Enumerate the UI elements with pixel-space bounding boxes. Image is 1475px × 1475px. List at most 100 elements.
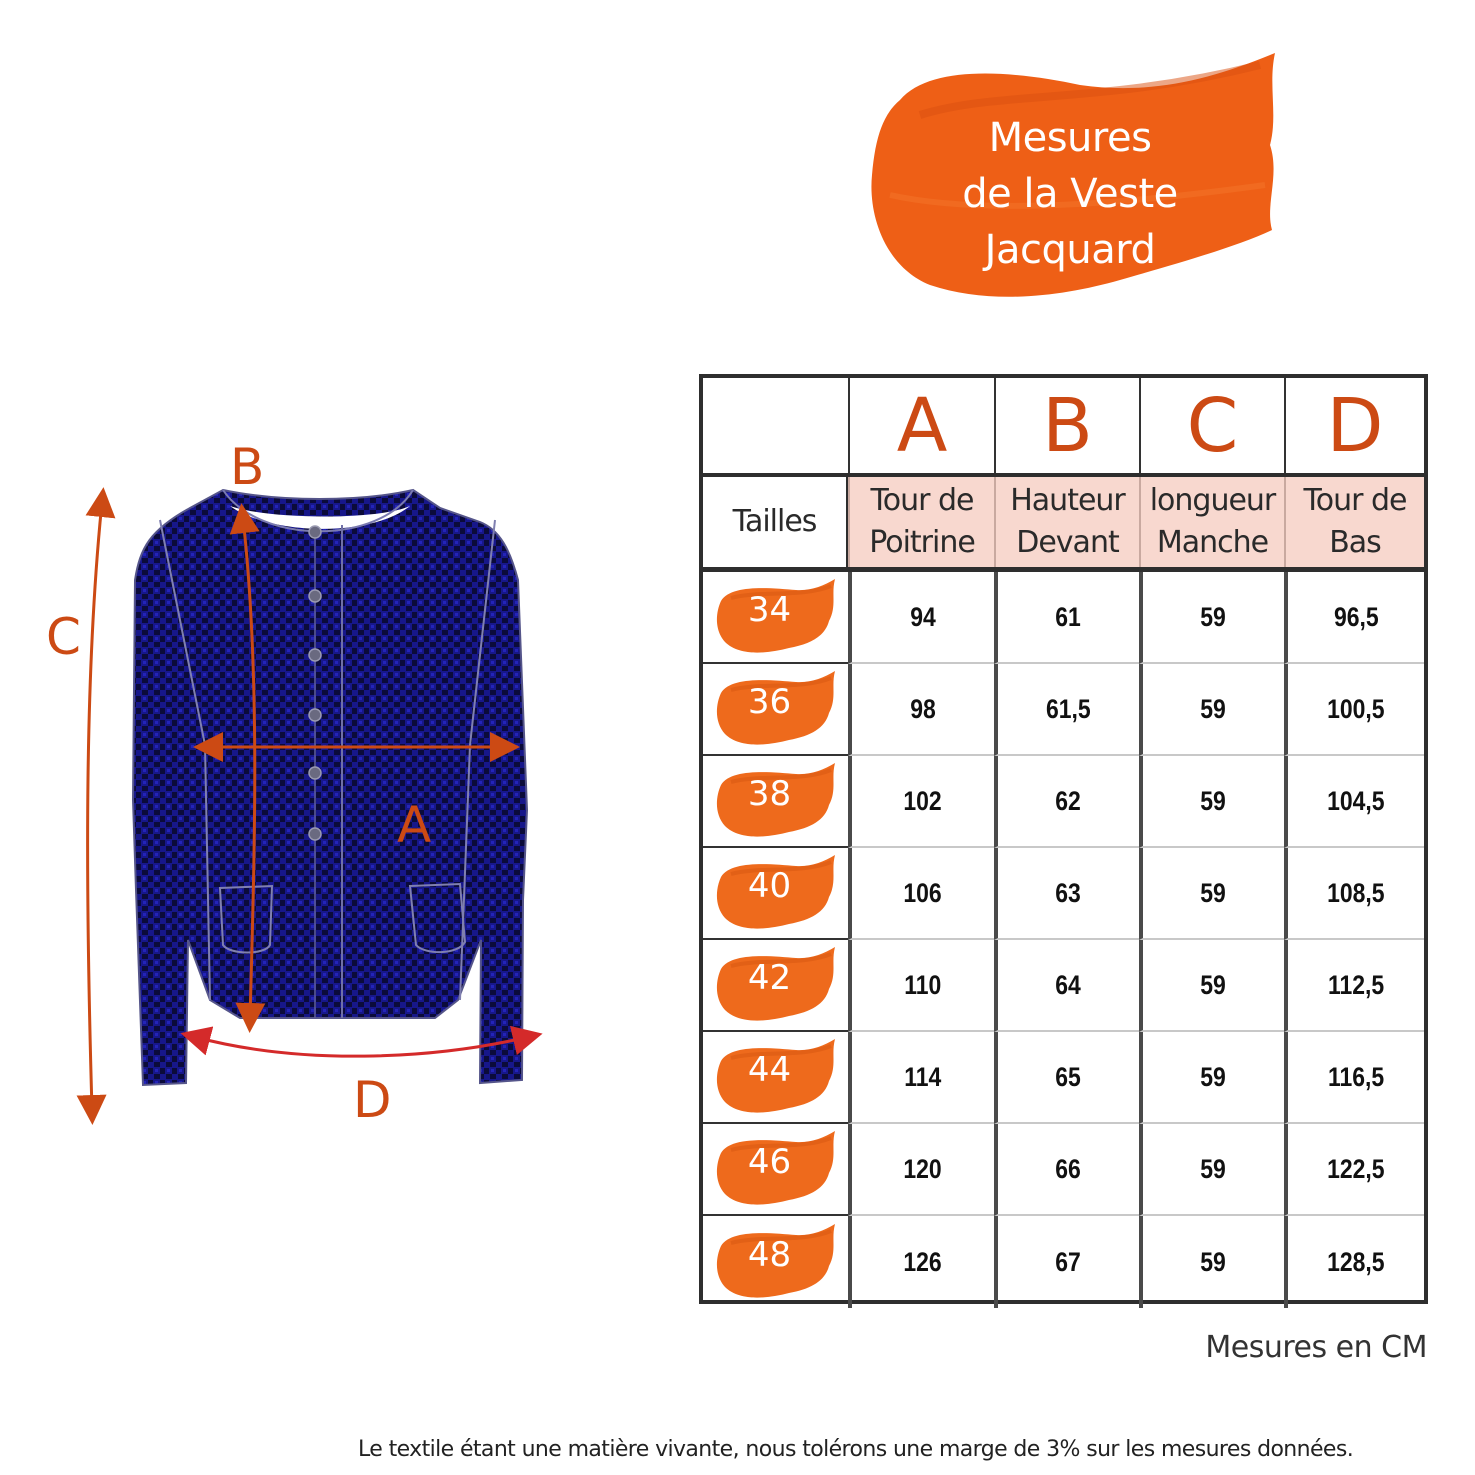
table-row: 38 102 62 59 104,5 <box>703 756 1424 848</box>
cell-text: 65 <box>1055 1061 1082 1092</box>
orange-brush-icon <box>716 1224 835 1298</box>
size-cell: 38 <box>703 756 848 848</box>
sleeve-length-value: 59 <box>1139 848 1284 940</box>
brush-stroke-icon <box>871 53 1275 297</box>
column-header-hem: Tour de Bas <box>1284 477 1424 567</box>
chest-value: 98 <box>848 664 994 756</box>
size-value: 34 <box>747 590 792 630</box>
dimension-label-b: B <box>230 438 265 496</box>
title-line-1: Mesures <box>988 115 1152 161</box>
size-value: 44 <box>747 1050 792 1090</box>
sleeve-length-value: 59 <box>1139 1216 1284 1308</box>
sleeve-length-value: 59 <box>1139 756 1284 848</box>
column-header-sleeve-length: longueur Manche <box>1139 477 1284 567</box>
title-line-2: de la Veste <box>962 171 1178 217</box>
size-value: 48 <box>747 1235 792 1275</box>
cell-text: 59 <box>1200 1061 1227 1092</box>
cell-text: 59 <box>1200 969 1227 1000</box>
cell-text: 96,5 <box>1333 601 1379 632</box>
cell-text: 59 <box>1200 877 1227 908</box>
column-letter-a: A <box>848 378 994 473</box>
table-label-header-row: Tailles Tour de Poitrine Hauteur Devant … <box>703 477 1424 572</box>
cell-text: 63 <box>1055 877 1082 908</box>
header-line-2: Manche <box>1156 525 1269 560</box>
size-cell: 42 <box>703 940 848 1032</box>
size-value: 38 <box>747 774 792 814</box>
size-badge: 44 <box>711 1036 841 1118</box>
hem-value: 116,5 <box>1284 1032 1424 1124</box>
cell-text: 59 <box>1200 693 1227 724</box>
column-header-chest: Tour de Poitrine <box>848 477 994 567</box>
chest-value: 126 <box>848 1216 994 1308</box>
size-badge: 38 <box>711 760 841 842</box>
cell-text: 59 <box>1200 601 1227 632</box>
dimension-label-d: D <box>353 1071 392 1129</box>
jacket-illustration-icon <box>76 487 543 1125</box>
hem-value: 122,5 <box>1284 1124 1424 1216</box>
size-badge: 40 <box>711 852 841 934</box>
size-badge: 48 <box>711 1221 841 1303</box>
cell-text: 59 <box>1200 1246 1227 1277</box>
table-letter-header-row: A B C D <box>703 378 1424 477</box>
orange-brush-icon <box>716 855 835 929</box>
sleeve-length-value: 59 <box>1139 572 1284 664</box>
front-height-value: 62 <box>994 756 1139 848</box>
size-cell: 46 <box>703 1124 848 1216</box>
cell-text: 66 <box>1055 1153 1082 1184</box>
cell-text: 59 <box>1200 1153 1227 1184</box>
front-height-value: 63 <box>994 848 1139 940</box>
front-height-value: 67 <box>994 1216 1139 1308</box>
cell-text: 102 <box>903 785 943 816</box>
front-height-value: 61,5 <box>994 664 1139 756</box>
hem-value: 104,5 <box>1284 756 1424 848</box>
size-value: 36 <box>747 682 792 722</box>
header-line-1: Tour de <box>1303 483 1408 518</box>
cell-text: 112,5 <box>1327 969 1385 1000</box>
front-height-value: 66 <box>994 1124 1139 1216</box>
chest-value: 106 <box>848 848 994 940</box>
chest-value: 94 <box>848 572 994 664</box>
dimension-label-c: C <box>46 608 81 666</box>
title-banner: Mesures de la Veste Jacquard <box>860 45 1290 310</box>
chest-value: 120 <box>848 1124 994 1216</box>
size-chart-table: A B C D Tailles Tour de Poitrine Hauteur… <box>699 374 1428 1308</box>
cell-text: 104,5 <box>1327 785 1385 816</box>
sleeve-length-value: 59 <box>1139 940 1284 1032</box>
cell-text: 120 <box>903 1153 943 1184</box>
size-value: 46 <box>747 1142 792 1182</box>
jacket-diagram: B C A D <box>40 420 640 1140</box>
hem-value: 112,5 <box>1284 940 1424 1032</box>
column-header-front-height: Hauteur Devant <box>994 477 1139 567</box>
size-cell: 48 <box>703 1216 848 1308</box>
cell-text: 116,5 <box>1327 1061 1385 1092</box>
size-badge: 42 <box>711 944 841 1026</box>
hem-value: 108,5 <box>1284 848 1424 940</box>
unit-note: Mesures en CM <box>1205 1330 1427 1365</box>
size-value: 40 <box>747 866 792 906</box>
size-badge: 46 <box>711 1128 841 1210</box>
chest-value: 110 <box>848 940 994 1032</box>
cell-text: 98 <box>910 693 936 724</box>
cell-text: 110 <box>904 969 942 1000</box>
size-value: 42 <box>747 958 792 998</box>
cell-text: 122,5 <box>1327 1153 1385 1184</box>
cell-text: 59 <box>1200 785 1227 816</box>
cell-text: 62 <box>1055 785 1082 816</box>
sleeve-length-value: 59 <box>1139 664 1284 756</box>
cell-text: 61,5 <box>1046 693 1091 724</box>
size-badge: 36 <box>711 668 841 750</box>
hem-value: 100,5 <box>1284 664 1424 756</box>
table-row: 40 106 63 59 108,5 <box>703 848 1424 940</box>
size-cell: 34 <box>703 572 848 664</box>
sleeve-length-value: 59 <box>1139 1124 1284 1216</box>
cell-text: 67 <box>1055 1246 1082 1277</box>
sizes-header: Tailles <box>703 477 848 567</box>
header-line-1: longueur <box>1149 483 1277 518</box>
column-letter-d: D <box>1284 378 1424 473</box>
title-line-3: Jacquard <box>984 227 1156 273</box>
header-line-2: Devant <box>1016 525 1119 560</box>
header-line-2: Poitrine <box>869 525 976 560</box>
front-height-value: 64 <box>994 940 1139 1032</box>
header-line-1: Tour de <box>870 483 975 518</box>
